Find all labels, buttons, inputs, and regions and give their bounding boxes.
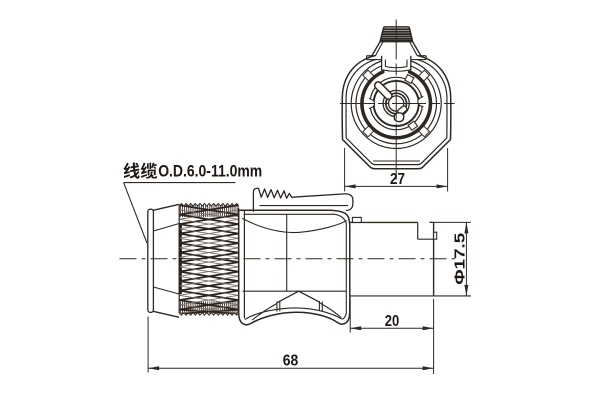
- svg-text:68: 68: [283, 352, 299, 369]
- svg-text:27: 27: [390, 171, 405, 188]
- svg-text:Φ17.5: Φ17.5: [451, 233, 468, 285]
- svg-text:20: 20: [385, 313, 400, 330]
- svg-text:O.D.6.0-11.0mm: O.D.6.0-11.0mm: [158, 163, 262, 181]
